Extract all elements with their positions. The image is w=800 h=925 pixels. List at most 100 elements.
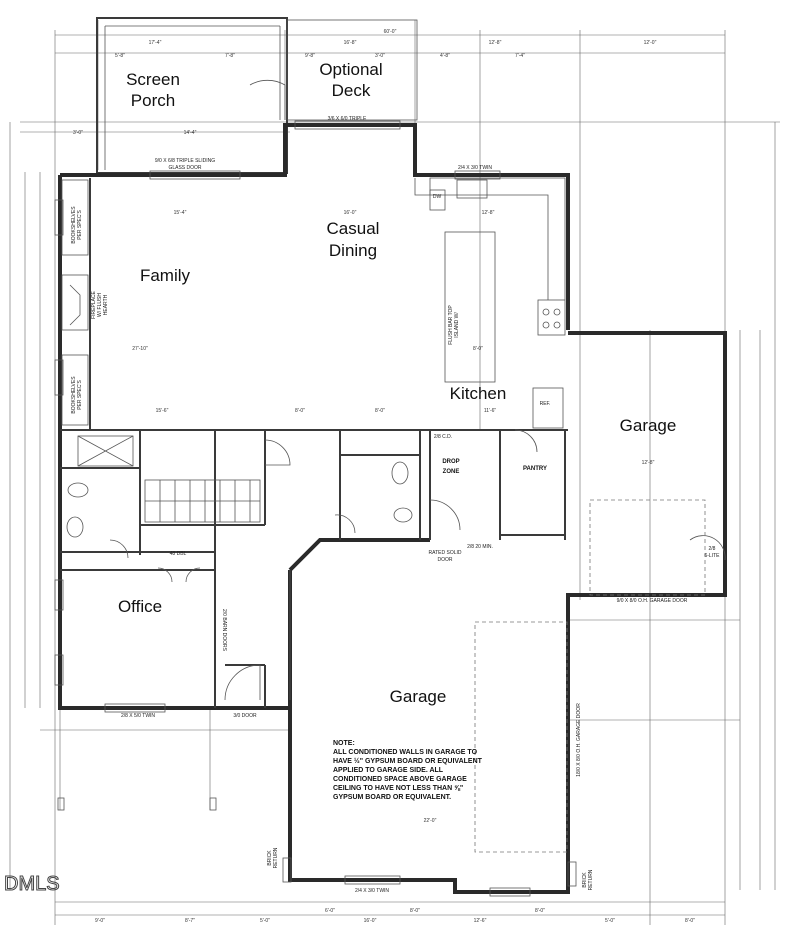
porch-door-swing — [249, 79, 286, 120]
svg-text:22'-0": 22'-0" — [424, 818, 437, 824]
room-label-casual-dining-line2: Dining — [329, 241, 377, 260]
note-line-2: ALL CONDITIONED WALLS IN GARAGE TO — [333, 749, 478, 756]
svg-text:3'-0": 3'-0" — [375, 53, 385, 59]
svg-text:5'-8": 5'-8" — [115, 53, 125, 59]
door-swing-pantry — [514, 429, 538, 453]
note-line-7: GYPSUM BOARD OR EQUIVALENT. — [333, 794, 451, 801]
svg-text:7'-4": 7'-4" — [515, 53, 525, 59]
note-line-3: HAVE ½" GYPSUM BOARD OR EQUIVALENT — [333, 757, 483, 765]
rated-door-line1: 2/8 20 MIN. — [467, 544, 493, 550]
svg-text:8'-7": 8'-7" — [185, 918, 195, 924]
rated-door-line2: RATED SOLID — [429, 550, 462, 556]
svg-text:8'-0": 8'-0" — [375, 408, 385, 414]
svg-text:15'-4": 15'-4" — [174, 210, 187, 216]
screen-porch-outline — [96, 17, 288, 174]
room-label-kitchen: Kitchen — [450, 384, 507, 403]
dmls-watermark: DMLS — [4, 873, 60, 895]
bookshelves-top — [61, 179, 89, 256]
svg-text:16'-0": 16'-0" — [364, 918, 377, 924]
room-label-optional-deck-line2: Deck — [332, 81, 371, 100]
main-garage-door-label: 18/0 X 8/0 O.H. GARAGE DOOR — [576, 703, 582, 777]
svg-text:8'-0": 8'-0" — [410, 908, 420, 914]
brick-return-right-line1: BRICK — [582, 872, 588, 888]
barn-doors-label: 2/0 BARN DOORS — [221, 609, 227, 652]
svg-text:12'-8": 12'-8" — [642, 460, 655, 466]
svg-text:27'-10": 27'-10" — [132, 346, 148, 352]
door-swing-closet-1 — [157, 567, 173, 583]
range-cooktop — [537, 299, 566, 336]
door-30-label: 3/0 DOOR — [233, 713, 257, 719]
svg-text:5'-0": 5'-0" — [260, 918, 270, 924]
svg-text:9'-0": 9'-0" — [95, 918, 105, 924]
fireplace-line1: FIREPLACE — [91, 290, 97, 318]
svg-text:12'-8": 12'-8" — [489, 40, 502, 46]
stairs — [144, 479, 261, 523]
sliding-door-label-line2: GLASS DOOR — [168, 165, 201, 171]
note-line-4: APPLIED TO GARAGE SIDE. ALL — [333, 767, 444, 774]
svg-text:16'-8": 16'-8" — [344, 40, 357, 46]
svg-text:15'-6": 15'-6" — [156, 408, 169, 414]
svg-text:6'-0": 6'-0" — [325, 908, 335, 914]
dishwasher — [429, 189, 446, 211]
brick-return-left-line1: BRICK — [267, 850, 273, 866]
svg-text:9'-8": 9'-8" — [305, 53, 315, 59]
svg-text:11'-6": 11'-6" — [484, 408, 497, 414]
car-outline-side — [589, 499, 706, 596]
small-labels: DROP ZONE PANTRY 9/0 X 6/8 TRIPLE SLIDIN… — [71, 116, 720, 894]
note-line-5: CONDITIONED SPACE ABOVE GARAGE — [333, 776, 467, 783]
room-label-optional-deck-line1: Optional — [319, 60, 382, 79]
kitchen-sink — [456, 179, 488, 199]
sliding-door-label-line1: 9/0 X 6/8 TRIPLE SLIDING — [155, 158, 215, 164]
room-labels: Screen Porch Optional Deck Casual Dining… — [118, 60, 676, 706]
car-outline-main — [474, 621, 568, 853]
fireplace — [61, 274, 89, 331]
svg-text:7'-8": 7'-8" — [225, 53, 235, 59]
lite-door-line2: 6-LITE — [704, 553, 720, 559]
dw-label: DW — [433, 194, 442, 200]
garage-note: NOTE: ALL CONDITIONED WALLS IN GARAGE TO… — [333, 740, 483, 801]
svg-text:17'-4": 17'-4" — [149, 40, 162, 46]
toilet-2 — [391, 461, 409, 485]
garage-window-label: 2/4 X 3/0 TWIN — [355, 888, 389, 894]
svg-text:12'-0": 12'-0" — [644, 40, 657, 46]
door-swing-garage — [429, 499, 461, 531]
bookshelves-top-line1: BOOKSHELVES — [71, 206, 77, 244]
kitchen-island — [444, 231, 496, 383]
note-line-6: CEILING TO HAVE NOT LESS THAN ⅝" — [333, 785, 463, 792]
sink-1 — [66, 516, 84, 538]
fireplace-line2: W/ FLUSH — [97, 293, 103, 317]
svg-text:12'-6": 12'-6" — [474, 918, 487, 924]
brick-return-right-line2: RETURN — [588, 869, 594, 890]
triple-window-label: 3/6 X 6/0 TRIPLE — [328, 116, 367, 122]
note-line-1: NOTE: — [333, 740, 355, 747]
sink-2 — [393, 507, 413, 523]
bookshelves-bottom-line2: PER SPEC'S — [77, 380, 83, 410]
wh-label: 48 DBL — [170, 551, 187, 557]
drop-zone-line1: DROP — [442, 459, 459, 465]
exterior-walls — [58, 123, 727, 894]
side-garage-door-label: 9/0 X 8/0 O.H. GARAGE DOOR — [617, 598, 688, 604]
door-swing-bath — [109, 539, 129, 559]
svg-text:3'-0": 3'-0" — [73, 130, 83, 136]
lite-door-line1: 2/8 — [709, 546, 716, 552]
shower — [77, 435, 134, 467]
fireplace-line3: HEARTH — [103, 294, 109, 315]
interior-walls — [60, 178, 568, 708]
bookshelves-bottom — [61, 354, 89, 426]
office-window-label: 2/8 X 5/0 TWIN — [121, 713, 155, 719]
room-label-garage-side: Garage — [620, 416, 677, 435]
room-label-screen-porch-line2: Porch — [131, 91, 175, 110]
brick-return-left-line2: RETURN — [273, 847, 279, 868]
pantry-label: PANTRY — [523, 466, 547, 472]
room-label-screen-porch-line1: Screen — [126, 70, 180, 89]
svg-text:5'-0": 5'-0" — [605, 918, 615, 924]
refrigerator — [532, 387, 564, 429]
optional-deck-outline — [286, 19, 418, 121]
svg-text:4'-8": 4'-8" — [440, 53, 450, 59]
bookshelves-top-line2: PER SPEC'S — [77, 210, 83, 240]
island-line1: FLUSH BAR TOP — [448, 305, 454, 345]
svg-text:8'-0": 8'-0" — [685, 918, 695, 924]
svg-text:14'-4": 14'-4" — [184, 130, 197, 136]
door-swing-office — [224, 664, 261, 701]
room-label-garage-main: Garage — [390, 687, 447, 706]
